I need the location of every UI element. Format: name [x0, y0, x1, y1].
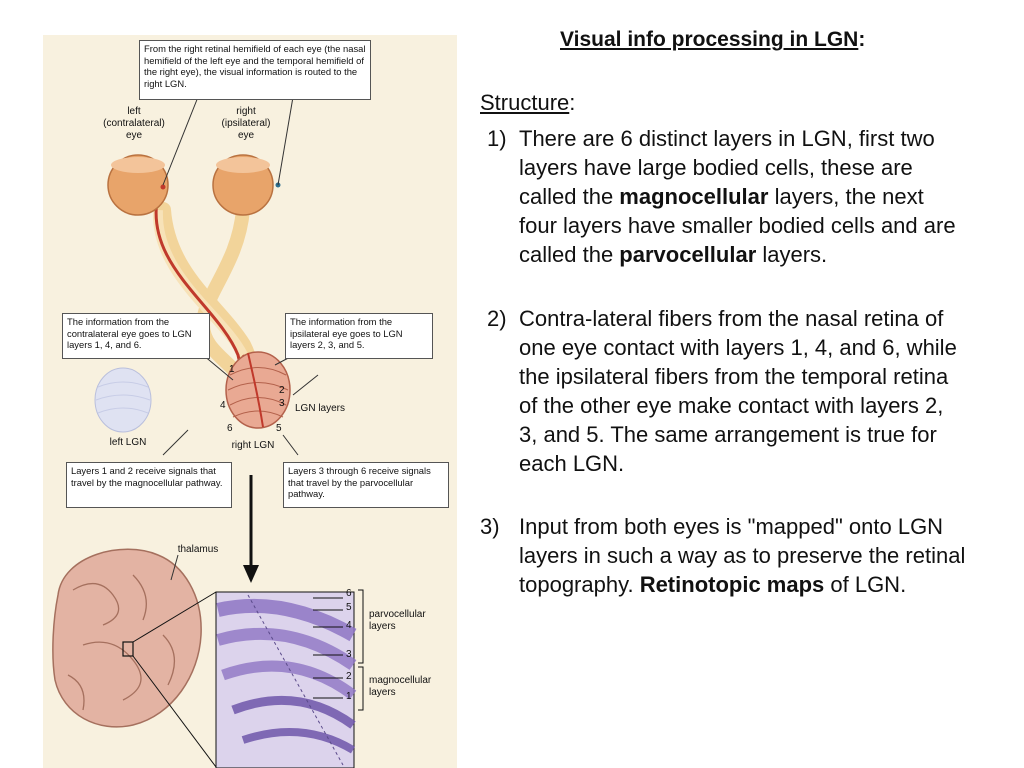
section-number: 4	[346, 620, 352, 631]
callout-ipsilateral: The information from the ipsilateral eye…	[285, 313, 433, 359]
list-item: 2) Contra-lateral fibers from the nasal …	[487, 304, 967, 478]
thalamus-label: thalamus	[177, 544, 219, 555]
structure-heading: Structure:	[480, 90, 575, 116]
list-item-bold: magnocellular	[619, 184, 769, 209]
list-item-number: 1)	[487, 126, 507, 151]
section-number: 1	[346, 691, 352, 702]
structure-heading-suffix: :	[569, 90, 576, 115]
list-item: 1) There are 6 distinct layers in LGN, f…	[487, 124, 967, 269]
left-lgn-shape	[94, 367, 152, 433]
callout-contralateral: The information from the contralateral e…	[62, 313, 210, 359]
list-item-text: layers, the next four layers have smalle…	[519, 184, 956, 267]
slide-title-suffix: :	[858, 28, 866, 51]
list-item-number: 2)	[487, 306, 507, 331]
left-lgn-label: left LGN	[109, 437, 147, 448]
lgn-diagram-art	[52, 96, 364, 768]
lgn-layers-label: LGN layers	[295, 403, 346, 414]
list-item: 3) Input from both eyes is "mapped" onto…	[480, 512, 967, 599]
slide-title-text: Visual info processing in LGN	[560, 28, 859, 51]
brain-section-shape	[52, 548, 202, 728]
right-eye-label: right (ipsilateral) eye	[221, 106, 271, 141]
section-number: 6	[346, 588, 352, 599]
list-item-bold: Retinotopic maps	[639, 572, 825, 597]
section-number: 2	[346, 671, 352, 682]
parvocellular-layers-label: parvocellular layers	[369, 609, 426, 632]
lgn-number: 5	[276, 423, 282, 434]
left-eye-label: left (contralateral) eye	[103, 106, 165, 141]
right-lgn-shape	[225, 351, 291, 429]
list-item-text: There are 6 distinct layers in LGN, firs…	[519, 126, 935, 209]
list-item-text: Contra-lateral fibers from the nasal ret…	[519, 306, 957, 476]
callout-parvocellular: Layers 3 through 6 receive signals that …	[283, 462, 449, 508]
lgn-diagram-figure: From the right retinal hemifield of each…	[43, 35, 457, 768]
list-item-bold: parvocellular	[619, 242, 757, 267]
list-item-text: Input from both eyes is "mapped" onto LG…	[519, 514, 966, 597]
slide-title: Visual info processing in LGN:	[560, 28, 865, 52]
structure-heading-text: Structure	[480, 90, 570, 115]
magnocellular-layers-label: magnocellular layers	[369, 675, 432, 698]
lgn-number: 3	[279, 398, 285, 409]
section-number: 3	[346, 649, 352, 660]
list-item-number: 3)	[480, 514, 500, 539]
lgn-number: 4	[220, 400, 226, 411]
callout-right-hemifield: From the right retinal hemifield of each…	[139, 40, 371, 100]
lgn-number: 2	[279, 385, 285, 396]
lgn-number: 6	[227, 423, 233, 434]
list-item-text: of LGN.	[824, 572, 907, 597]
section-number: 5	[346, 602, 352, 613]
lgn-number: 1	[229, 364, 235, 375]
callout-magnocellular: Layers 1 and 2 receive signals that trav…	[66, 462, 232, 508]
list-item-text: layers.	[756, 242, 828, 267]
down-arrow-icon	[243, 565, 259, 583]
right-lgn-label: right LGN	[231, 440, 275, 451]
